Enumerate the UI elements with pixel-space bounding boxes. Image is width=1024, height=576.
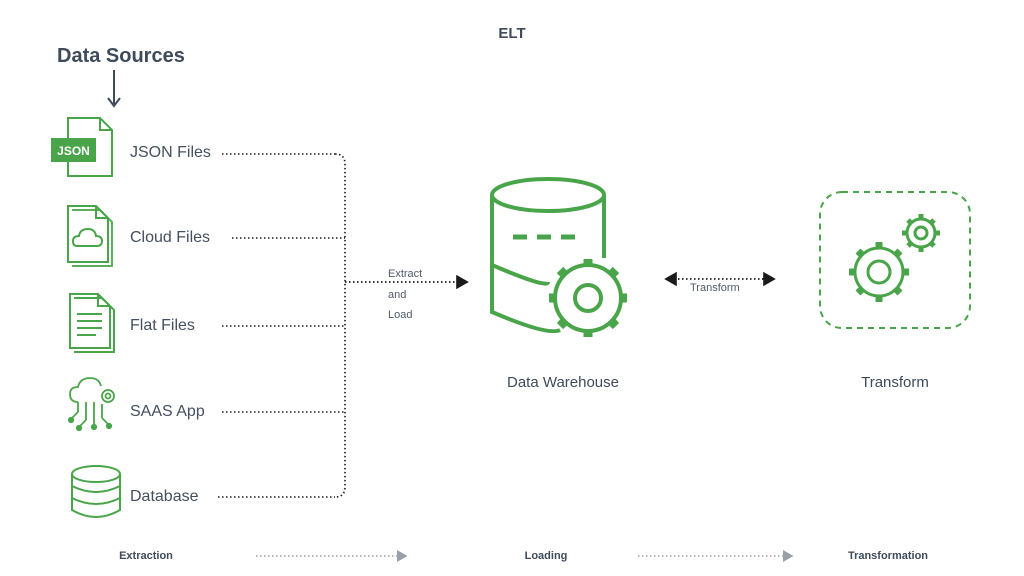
diagram-title: ELT [498, 25, 526, 42]
source-label-database: Database [130, 488, 199, 505]
data-sources-heading: Data Sources [57, 45, 185, 67]
and-label: and [388, 289, 407, 301]
gears-icon [849, 214, 940, 302]
connector-trunk [334, 153, 346, 498]
flat-file-icon [69, 293, 115, 353]
source-connectors [218, 153, 346, 498]
saas-app-icon [67, 377, 115, 432]
source-label-flat: Flat Files [130, 317, 195, 334]
data-sources-down-arrow [107, 70, 121, 108]
source-label-saas: SAAS App [130, 403, 205, 420]
extract-label: Extract [388, 268, 423, 280]
transform-label: Transform [861, 374, 929, 391]
cloud-file-icon [67, 205, 113, 267]
transform-box [819, 191, 971, 329]
source-label-cloud: Cloud Files [130, 229, 211, 246]
load-label: Load [388, 309, 413, 321]
data-warehouse-label: Data Warehouse [506, 374, 619, 391]
source-label-json: JSON Files [130, 144, 211, 161]
database-icon [71, 465, 121, 518]
json-file-icon: JSON [51, 117, 113, 177]
transform-arrow-label: Transform [690, 282, 740, 294]
stage-extraction: Extraction [119, 550, 173, 562]
json-badge-text: JSON [57, 144, 90, 158]
stage-transformation: Transformation [847, 550, 929, 562]
data-warehouse-icon [490, 177, 627, 337]
stage-loading: Loading [524, 550, 568, 562]
